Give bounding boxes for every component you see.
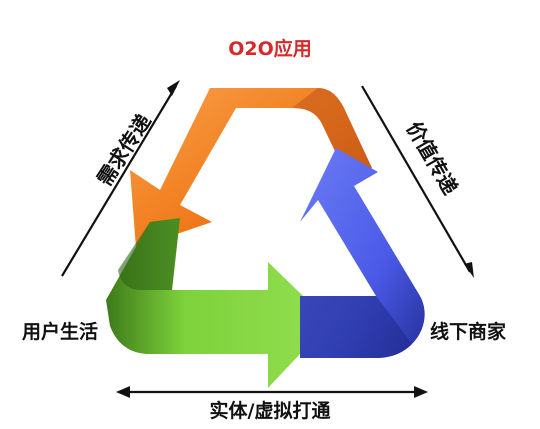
orange-arrow <box>130 88 372 248</box>
edge-label-bottom: 实体/虚拟打通 <box>209 400 331 422</box>
orange-fold-shadow <box>292 88 372 174</box>
right-diagonal-arrow <box>361 85 474 278</box>
left-diagonal-arrow <box>61 80 180 277</box>
green-fold-shadow <box>118 218 180 290</box>
diagram-title: O2O应用 <box>228 38 312 60</box>
bottom-double-arrow <box>116 386 428 398</box>
blue-fold-shadow <box>300 296 412 358</box>
node-label-left: 用户生活 <box>22 321 99 343</box>
node-label-right: 线下商家 <box>430 321 507 343</box>
